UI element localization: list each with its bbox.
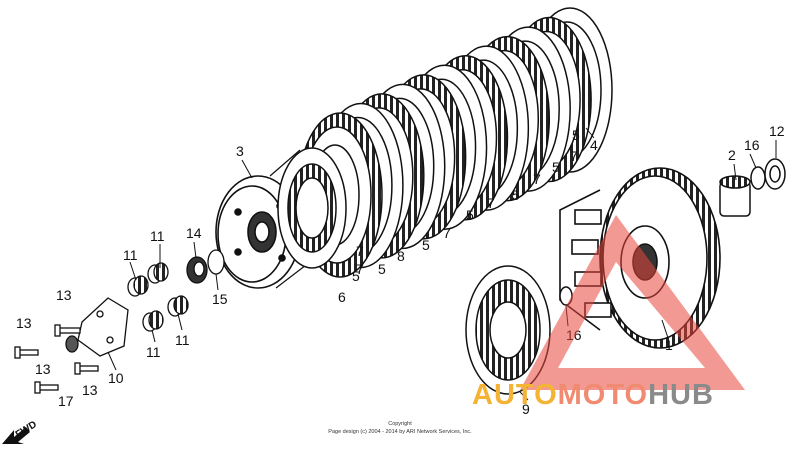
label-part-1: 1 (665, 337, 673, 353)
label-part-10: 10 (108, 370, 124, 386)
label-part-5: 5 (552, 159, 560, 175)
forward-arrow-icon (2, 427, 30, 444)
watermark-moto: MOTO (558, 379, 648, 411)
label-part-13: 13 (16, 315, 32, 331)
clutch-spring (127, 275, 149, 297)
label-part-7: 7 (356, 261, 364, 277)
label-part-11: 11 (150, 228, 165, 244)
label-part-13: 13 (56, 287, 72, 303)
label-part-5: 5 (466, 207, 474, 223)
label-part-16: 16 (744, 137, 760, 153)
bolt (34, 381, 59, 394)
label-part-2: 2 (728, 147, 736, 163)
label-part-5: 5 (572, 127, 580, 143)
label-part-5: 5 (422, 237, 430, 253)
springs-and-bolts (14, 249, 225, 394)
forward-label: FWD (14, 419, 39, 440)
watermark-auto: AUTO (472, 379, 558, 411)
label-part-3: 3 (236, 143, 244, 159)
forward-direction-indicator: FWD (2, 419, 39, 444)
label-part-7: 7 (356, 243, 364, 259)
clutch-plate-stack (297, 7, 613, 278)
label-part-17: 17 (58, 393, 74, 409)
label-part-7: 7 (533, 171, 541, 187)
label-part-9: 9 (522, 401, 530, 417)
lifter-bearing (186, 256, 208, 284)
bearing (65, 335, 79, 353)
washer (207, 249, 225, 275)
part-labels: 1 2 3 4 5 5 5 5 5 5 5 6 7 7 7 7 7 7 8 9 … (16, 123, 785, 417)
watermark-hub: HUB (648, 379, 714, 411)
watermark-triangle-icon (520, 215, 745, 390)
label-part-14: 14 (186, 225, 202, 241)
clutch-spring (142, 310, 164, 332)
collar-and-washers (559, 158, 786, 306)
label-part-7: 7 (443, 225, 451, 241)
automotohub-watermark: AUTOMOTOHUB (472, 215, 745, 411)
clutch-spring (147, 262, 169, 284)
label-part-11: 11 (175, 332, 190, 348)
label-part-11: 11 (123, 247, 138, 263)
label-part-8: 8 (397, 248, 405, 264)
label-part-11: 11 (146, 344, 161, 360)
label-part-7: 7 (487, 195, 495, 211)
leader-lines (107, 127, 777, 401)
label-part-5: 5 (512, 187, 520, 203)
label-part-5: 5 (352, 268, 360, 284)
bolt (54, 324, 81, 337)
label-part-12: 12 (769, 123, 785, 139)
label-part-7: 7 (570, 148, 578, 164)
copyright-notice: Page design (c) 2004 - 2014 by ARI Netwo… (328, 429, 472, 435)
svg-text:AUTOMOTOHUB: AUTOMOTOHUB (472, 379, 714, 411)
clutch-center (277, 147, 347, 269)
bolt (74, 362, 99, 375)
label-part-15: 15 (212, 291, 228, 307)
lifter-plate (77, 297, 129, 357)
bolt (14, 346, 39, 359)
copyright-title: Copyright (388, 421, 412, 427)
label-part-13: 13 (35, 361, 51, 377)
label-part-5: 5 (378, 261, 386, 277)
label-part-4: 4 (590, 137, 598, 153)
label-part-6: 6 (338, 289, 346, 305)
clutch-spring (167, 295, 189, 317)
label-part-13: 13 (82, 382, 98, 398)
outer-back-plate (465, 265, 551, 395)
